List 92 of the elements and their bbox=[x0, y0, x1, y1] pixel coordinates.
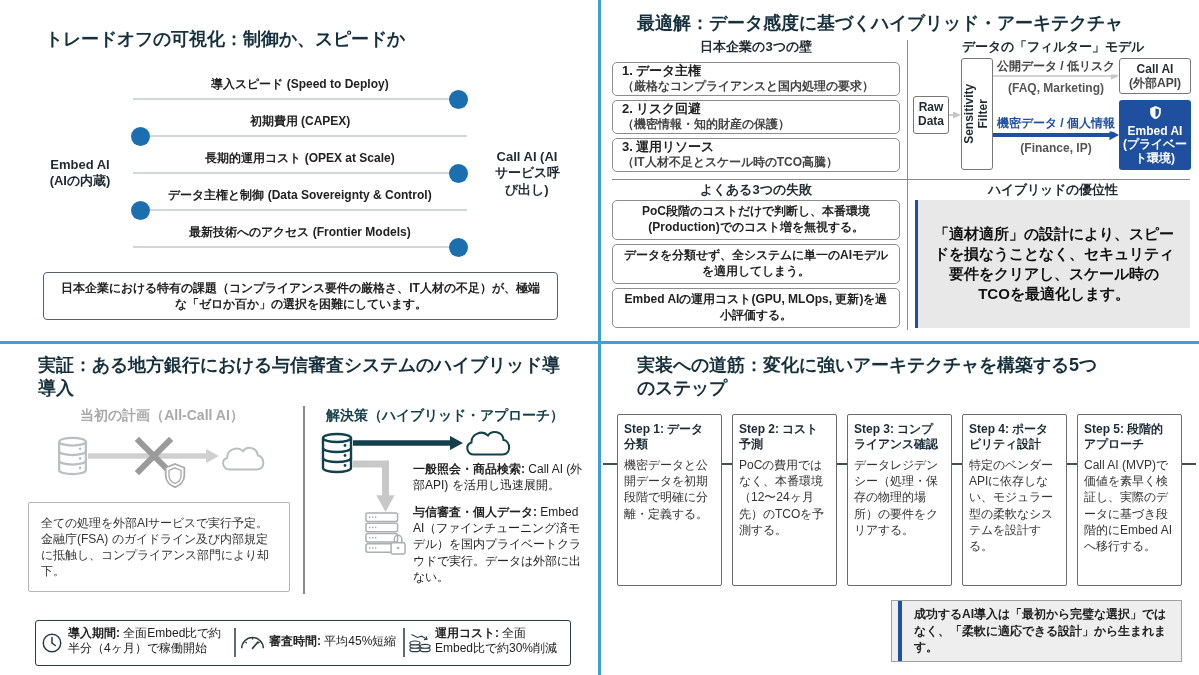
scale-label: 長期的運用コスト (OPEX at Scale) bbox=[205, 149, 395, 167]
highlight-text: 「適材適所」の設計により、スピードを損なうことなく、セキュリティ要件をクリアし、スケール時のTCOを最適化します。 bbox=[934, 223, 1174, 305]
challenge-box bbox=[612, 100, 900, 134]
connector-line bbox=[836, 463, 848, 465]
scale-label: 最新技術へのアクセス (Frontier Models) bbox=[189, 223, 411, 241]
metric-text: 運用コスト: 全面Embed比で約30%削減 bbox=[435, 626, 559, 656]
edge-label: 機密データ / 個人情報 bbox=[995, 114, 1117, 132]
section-heading: 当初の計画（All-Call AI） bbox=[80, 407, 244, 425]
challenge-detail: （IT人材不足とスケール時のTCO高騰） bbox=[622, 155, 838, 170]
note-text: 全ての処理を外部AIサービスで実行予定。金融庁(FSA) のガイドライン及び内部規定に抵触し、コンプライアンス部門により却下。 bbox=[41, 514, 270, 580]
arrow bbox=[992, 72, 1119, 80]
scale-label: 初期費用 (CAPEX) bbox=[249, 112, 351, 130]
step-text: Call AI (MVP)で価値を素早く検証し、実際のデータに基づき段階的にEmbed AIへ移行する。 bbox=[1084, 457, 1174, 555]
edge-note: (FAQ, Marketing) bbox=[1008, 81, 1104, 95]
step-card bbox=[847, 414, 952, 586]
service-title: Embed AI bbox=[1127, 124, 1183, 138]
challenge-title: 1. データ主権 bbox=[622, 64, 702, 79]
step-title: Step 5: 段階的アプローチ bbox=[1084, 422, 1165, 452]
section-heading: ハイブリッドの優位性 bbox=[988, 181, 1118, 199]
scale-label: データ主権と制御 (Data Sovereignty & Control) bbox=[168, 186, 432, 204]
arrow bbox=[353, 435, 464, 451]
challenge-title: 2. リスク回避 bbox=[622, 102, 702, 117]
pitfall-box bbox=[612, 200, 900, 240]
edge-label: 公開データ / 低リスク bbox=[995, 57, 1117, 75]
caption-text: 与信審査・個人データ: Embed AI（ファインチューニング済モデル）を国内プライベートクラウドで実行。データは外部に出ない。 bbox=[413, 504, 582, 585]
step-text: 特定のベンダーAPIに依存しない、モジュラー型の柔軟なシステムを設計する。 bbox=[969, 457, 1054, 555]
section-heading: 解決策（ハイブリッド・アプローチ） bbox=[326, 407, 564, 425]
step-text: 機密データと公開データを初期段階で明確に分離・定義する。 bbox=[624, 457, 709, 522]
note-box bbox=[28, 502, 290, 592]
slide-title: 実証：ある地方銀行における与信審査システムのハイブリッド導導入 bbox=[38, 354, 561, 399]
connector-line bbox=[951, 463, 963, 465]
challenge-title: 3. 運用リソース bbox=[622, 140, 715, 156]
database-icon bbox=[57, 436, 88, 476]
step-title: Step 3: コンプライアンス確認 bbox=[854, 422, 939, 452]
section-heading: よくある3つの失敗 bbox=[700, 181, 812, 199]
scale-label: 導入スピード (Speed to Deploy) bbox=[211, 75, 389, 93]
pitfall-box bbox=[612, 288, 900, 328]
section-heading: 日本企業の3つの壁 bbox=[700, 38, 812, 56]
database-icon bbox=[321, 432, 353, 474]
slide-panel bbox=[601, 344, 1199, 675]
step-title: Step 2: コスト予測 bbox=[739, 422, 820, 452]
challenge-box bbox=[612, 62, 900, 96]
step-text: データレジデンシー（処理・保存の物理的場所）の要件をクリアする。 bbox=[854, 457, 939, 538]
step-title: Step 1: データ分類 bbox=[624, 422, 705, 452]
pitfall-box bbox=[612, 244, 900, 284]
slide-title: トレードオフの可視化：制御か、スピードか bbox=[45, 28, 406, 51]
connector-line bbox=[1181, 463, 1197, 465]
step-card bbox=[617, 414, 722, 586]
slide-panel bbox=[0, 344, 598, 675]
section-heading: データの「フィルター」モデル bbox=[962, 38, 1144, 56]
service-box bbox=[1119, 58, 1191, 94]
filter-label: Sensitivity Filter bbox=[963, 82, 991, 146]
challenge-detail: （機密情報・知的財産の保護） bbox=[622, 117, 790, 132]
highlight-box bbox=[915, 200, 1190, 328]
slide-panel bbox=[0, 0, 598, 341]
arrow bbox=[993, 129, 1119, 141]
step-card bbox=[1077, 414, 1182, 586]
service-subtitle: (プライベート環境) bbox=[1122, 138, 1188, 166]
slide-title: 最適解：データ感度に基づくハイブリッド・アーキテクチャ bbox=[637, 12, 1124, 35]
pitfall-text: Embed AIの運用コスト(GPU, MLOps, 更新)を過小評価する。 bbox=[623, 292, 889, 324]
challenge-box bbox=[612, 138, 900, 172]
edge-note: (Finance, IP) bbox=[1020, 141, 1092, 155]
metrics-bar bbox=[35, 620, 571, 666]
service-subtitle: (外部API) bbox=[1129, 76, 1181, 91]
note-box bbox=[43, 272, 558, 320]
step-text: PoCの費用ではなく、本番環境（12〜24ヶ月先）のTCOを予測する。 bbox=[739, 457, 826, 538]
caption-text: 一般照会・商品検索: Call AI (外部API) を活用し迅速展開。 bbox=[413, 461, 584, 494]
note-text: 日本企業における特有の課題（コンプライアンス要件の厳格さ、IT人材の不足）が、極端な「ゼロか百か」の選択を困難にしています。 bbox=[60, 279, 541, 313]
challenge-detail: （厳格なコンプライアンスと国内処理の要求） bbox=[622, 79, 874, 94]
option-label: Call AI (AIサービス呼び出し) bbox=[493, 148, 561, 198]
slide-title: 実装への道筋：変化に強いアーキテクチャを構築する5つのステップ bbox=[637, 354, 1098, 399]
box-label: Raw Data bbox=[917, 101, 945, 129]
connector-line bbox=[1066, 463, 1078, 465]
pitfall-text: データを分類せず、全システムに単一のAIモデルを適用してしまう。 bbox=[623, 248, 889, 280]
option-label: Embed AI (AIの内蔵) bbox=[48, 156, 112, 190]
connector-line bbox=[602, 463, 618, 465]
step-card bbox=[962, 414, 1067, 586]
step-card bbox=[732, 414, 837, 586]
pitfall-text: PoC段階のコストだけで判断し、本番環境(Production)でのコスト増を無視する。 bbox=[641, 204, 871, 236]
service-box bbox=[1119, 100, 1191, 170]
step-title: Step 4: ポータビリティ設計 bbox=[969, 422, 1050, 452]
slide-panel bbox=[601, 0, 1199, 341]
service-title: Call AI bbox=[1136, 61, 1174, 76]
filter-box bbox=[961, 58, 993, 170]
arrow bbox=[88, 448, 220, 464]
server-icon bbox=[365, 512, 406, 555]
metric-text: 導入期間: 全面Embed比で約半分（4ヶ月）で稼働開始 bbox=[68, 626, 223, 656]
callout-text: 成功するAI導入は「最初から完璧な選択」ではなく、「柔軟に適応できる設計」から生まれます。 bbox=[914, 605, 1167, 657]
metric-text: 審査時間: 平均45%短縮 bbox=[269, 634, 398, 649]
connector-line bbox=[721, 463, 733, 465]
arrow bbox=[948, 111, 961, 119]
callout-box bbox=[891, 600, 1182, 662]
